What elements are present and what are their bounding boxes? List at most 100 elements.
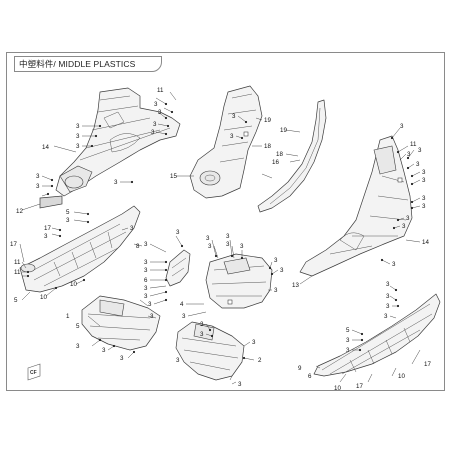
callout-3: 3	[182, 313, 186, 320]
callout-3: 3	[144, 293, 148, 300]
callout-3: 3	[252, 339, 256, 346]
callout-3: 3	[384, 313, 388, 320]
part-small-bracket[interactable]	[165, 249, 191, 287]
callout-5: 5	[14, 297, 18, 304]
callout-17: 17	[424, 361, 431, 368]
callout-3: 3	[422, 177, 426, 184]
callout-3: 3	[392, 261, 396, 268]
part-vertical-trim[interactable]	[257, 99, 327, 213]
callout-6: 6	[308, 373, 312, 380]
callout-3: 3	[200, 331, 204, 338]
callout-3: 3	[346, 347, 350, 354]
callout-3: 3	[154, 101, 158, 108]
callout-3: 3	[386, 281, 390, 288]
callout-3: 3	[158, 109, 162, 116]
callout-5: 5	[346, 327, 350, 334]
callout-3: 3	[144, 285, 148, 292]
part-central-shroud[interactable]	[189, 85, 263, 199]
callout-3: 3	[208, 243, 212, 250]
part-right-rocker-panel[interactable]	[313, 293, 441, 377]
callout-3: 3	[400, 123, 404, 130]
callout-3: 3	[238, 381, 242, 388]
callout-3: 3	[386, 303, 390, 310]
callout-3: 3	[66, 217, 70, 224]
part-left-rocker-panel[interactable]	[19, 205, 141, 293]
callout-12: 12	[16, 208, 23, 215]
callout-3: 3	[230, 133, 234, 140]
callout-3: 3	[416, 161, 420, 168]
callout-3: 3	[200, 321, 204, 328]
callout-3: 3	[76, 343, 80, 350]
callout-3: 3	[232, 113, 236, 120]
callout-10: 10	[70, 281, 77, 288]
callout-3: 3	[144, 259, 148, 266]
callout-6: 6	[144, 277, 148, 284]
callout-2: 2	[258, 357, 262, 364]
callout-18: 18	[264, 143, 271, 150]
callout-3: 3	[148, 301, 152, 308]
title-tab: 中塑料件/ MIDDLE PLASTICS	[14, 56, 162, 72]
callout-3: 3	[422, 169, 426, 176]
callout-3: 3	[402, 223, 406, 230]
callout-11: 11	[410, 141, 417, 148]
callout-3: 3	[102, 347, 106, 354]
callout-3: 3	[176, 229, 180, 236]
callout-11: 11	[14, 259, 21, 266]
callout-10: 10	[398, 373, 405, 380]
brand-logo: CF	[27, 363, 41, 381]
callout-3: 3	[346, 337, 350, 344]
callout-3: 3	[422, 203, 426, 210]
callout-3: 3	[76, 123, 80, 130]
callout-3: 3	[418, 147, 422, 154]
part-upper-right-console[interactable]	[299, 135, 413, 277]
callout-9: 9	[298, 365, 302, 372]
callout-1: 1	[66, 313, 70, 320]
callout-3: 3	[422, 195, 426, 202]
part-left-lower-shroud[interactable]	[81, 295, 161, 351]
callout-3: 3	[36, 183, 40, 190]
callout-11: 11	[14, 269, 21, 276]
callout-3: 3	[76, 143, 80, 150]
callout-3: 3	[76, 133, 80, 140]
callout-17: 17	[356, 383, 363, 390]
callout-3: 3	[151, 129, 155, 136]
callout-14: 14	[42, 144, 49, 151]
callout-3: 3	[114, 179, 118, 186]
callout-13: 13	[292, 282, 299, 289]
callout-10: 10	[334, 385, 341, 392]
callout-4: 4	[180, 301, 184, 308]
fastener-dots	[26, 102, 414, 360]
callout-3: 3	[386, 293, 390, 300]
callout-3: 3	[130, 225, 134, 232]
callout-3: 3	[240, 243, 244, 250]
callout-10: 10	[40, 294, 47, 301]
callout-5: 5	[66, 209, 70, 216]
part-center-floor-cover[interactable]	[205, 253, 273, 309]
callout-17: 17	[10, 241, 17, 248]
callout-3: 3	[44, 233, 48, 240]
page-title: 中塑料件/ MIDDLE PLASTICS	[19, 59, 136, 69]
callout-3: 3	[144, 267, 148, 274]
callout-3: 3	[144, 241, 148, 248]
callout-14: 14	[422, 239, 429, 246]
leader-lines	[19, 91, 421, 385]
part-upper-left-console[interactable]	[39, 87, 181, 209]
callout-3: 3	[280, 267, 284, 274]
callout-3: 3	[274, 287, 278, 294]
callout-3: 3	[406, 215, 410, 222]
callout-3: 3	[226, 233, 230, 240]
callout-3: 3	[176, 357, 180, 364]
callout-16: 16	[272, 159, 279, 166]
callout-3: 3	[226, 241, 230, 248]
callout-17: 17	[44, 225, 51, 232]
part-center-lower-shroud[interactable]	[175, 321, 245, 381]
callout-5: 5	[76, 323, 80, 330]
callout-8: 8	[136, 243, 140, 250]
callout-19: 19	[264, 117, 271, 124]
callout-3: 3	[120, 355, 124, 362]
logo-text: CF	[30, 370, 37, 376]
callout-3: 3	[153, 121, 157, 128]
callout-labels: 11 3 3 3 3 3 3 3 14 3 3 12 3 19 18 15 3 …	[10, 87, 431, 392]
callout-3: 3	[36, 173, 40, 180]
